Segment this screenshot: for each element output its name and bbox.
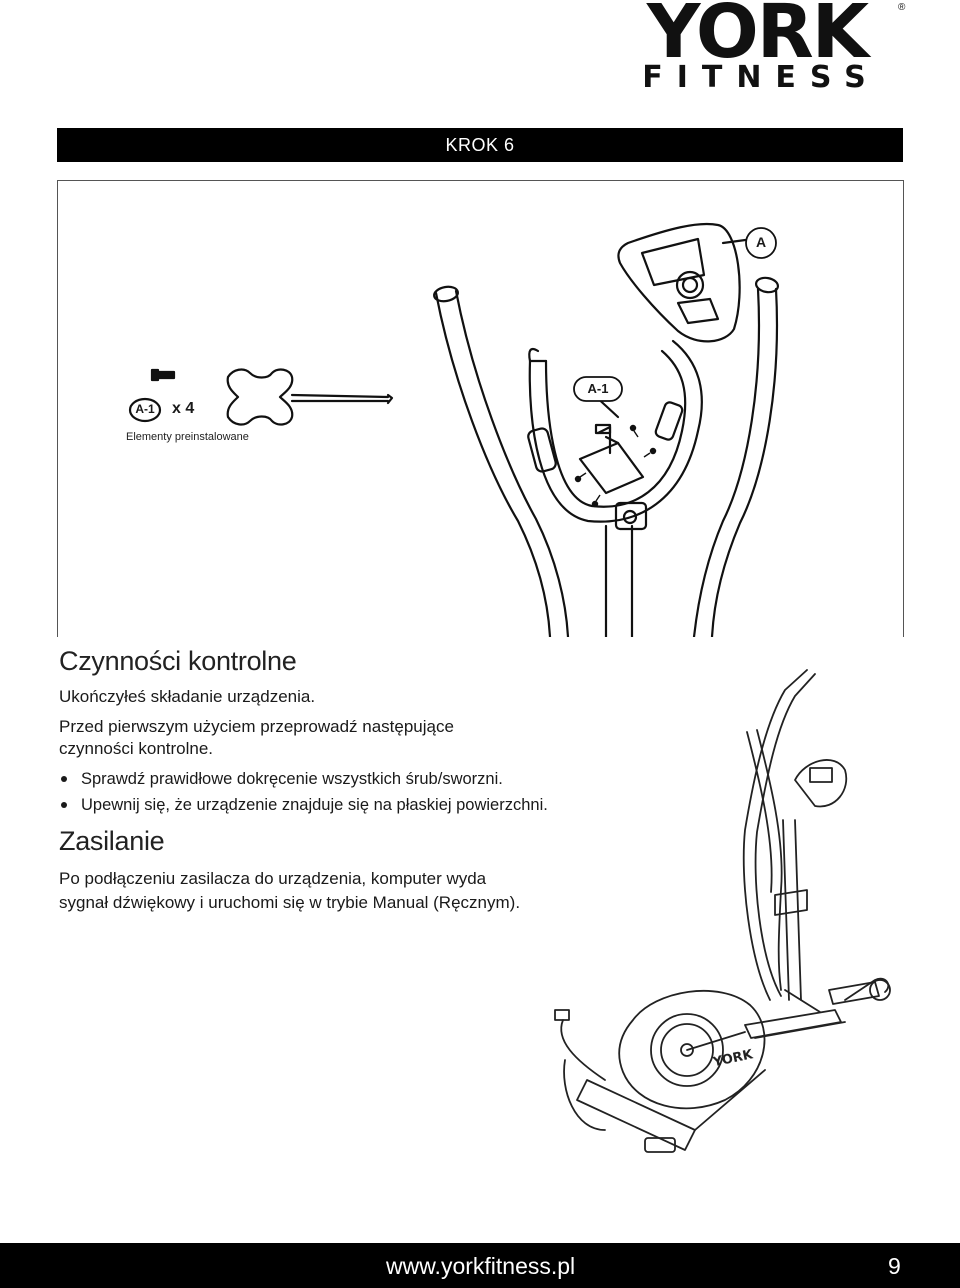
logo-york-text: YORK xyxy=(646,0,869,75)
callout-a1-box xyxy=(573,376,623,402)
footer-page-number: 9 xyxy=(888,1253,901,1279)
part-id-label: A-1 xyxy=(135,402,155,416)
checks-intro-line-1: Ukończyłeś składanie urządzenia. xyxy=(59,687,316,706)
power-heading: Zasilanie xyxy=(59,826,165,856)
step-label: KROK 6 xyxy=(445,135,515,155)
footer-website: www.yorkfitness.pl xyxy=(386,1253,576,1279)
tool-drawing xyxy=(226,368,394,426)
left-handlebar-drawing xyxy=(433,285,570,637)
fixed-handlebar-drawing xyxy=(527,339,703,523)
checks-heading: Czynności kontrolne xyxy=(59,646,297,676)
logo-registered-mark: ® xyxy=(898,2,906,13)
checks-intro-line-3: czynności kontrolne. xyxy=(59,739,214,758)
power-text-line-2: sygnał dźwiękowy i uruchomi się w trybie… xyxy=(59,893,521,912)
bracket-bolts xyxy=(574,424,657,508)
checks-intro-line-2: Przed pierwszym użyciem przeprowadź nast… xyxy=(59,717,454,736)
assembly-drawing xyxy=(128,222,780,637)
console-a-drawing xyxy=(617,222,741,343)
callout-a-circle xyxy=(745,227,777,259)
power-text-line-1: Po podłączeniu zasilacza do urządzenia, … xyxy=(59,869,487,888)
part-quantity-label: x 4 xyxy=(172,400,195,417)
step-header-bar: KROK 6 xyxy=(57,128,903,162)
machine-brand-text: YORK xyxy=(711,1047,755,1070)
assembled-trainer-illustration: YORK xyxy=(554,669,891,1153)
console-bracket-drawing xyxy=(578,423,645,495)
checks-bullet-item: Upewnij się, że urządzenie znajduje się … xyxy=(59,792,548,818)
bolt-drawing xyxy=(150,368,176,382)
callout-a1-label: A-1 xyxy=(587,381,609,396)
checks-bullet-item: Sprawdź prawidłowe dokręcenie wszystkich… xyxy=(59,766,548,792)
right-handlebar-drawing xyxy=(692,276,780,637)
preinstalled-note: Elementy preinstalowane xyxy=(126,431,249,443)
logo-fitness-text: FITNESS xyxy=(642,60,880,95)
page-footer: www.yorkfitness.pl 9 xyxy=(0,1243,960,1288)
assembly-figure: A A-1 A-1 x 4 Elementy preinstalowane xyxy=(57,180,904,637)
checks-bullet-list: Sprawdź prawidłowe dokręcenie wszystkich… xyxy=(59,766,548,818)
central-mast-drawing xyxy=(604,501,648,637)
callout-a-label: A xyxy=(755,234,767,250)
york-fitness-logo: YORK ® FITNESS xyxy=(612,0,912,96)
